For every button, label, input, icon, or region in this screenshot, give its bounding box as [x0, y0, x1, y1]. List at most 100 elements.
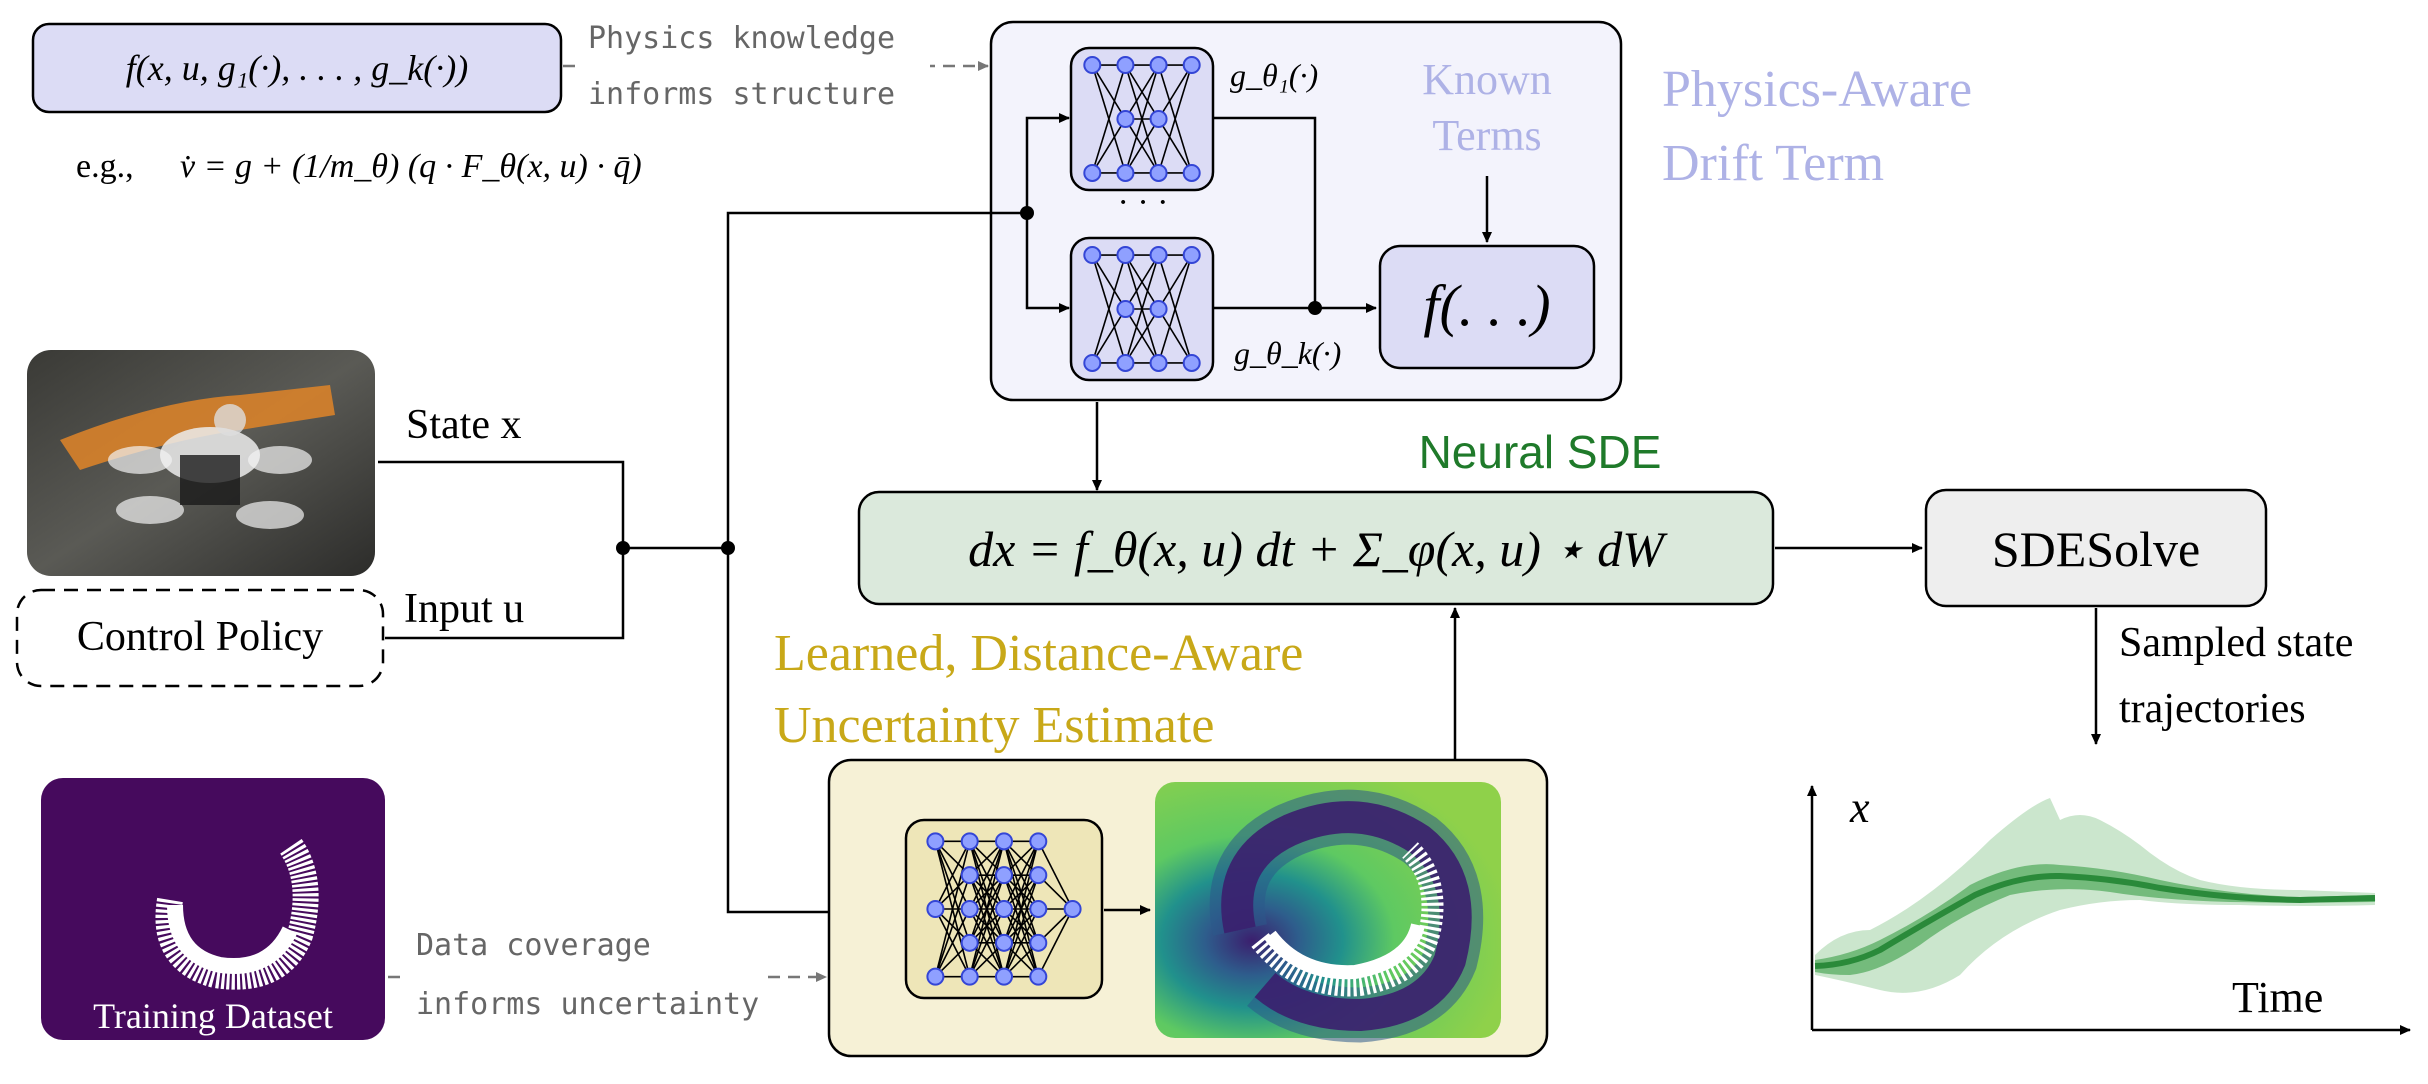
physics-drift-title-line1: Physics-Aware: [1662, 61, 1972, 118]
neural-net-node: [995, 866, 1013, 885]
neural-net-node: [1029, 832, 1048, 851]
neural-net-edge: [1124, 64, 1160, 120]
drift-function-label: f(x, u, g₁(·), . . . , g_k(·)): [126, 48, 468, 88]
neural-net-edge: [968, 908, 1005, 978]
data-coverage-label-bg: [405, 922, 765, 1032]
neural-net-node: [960, 900, 979, 918]
neural-net-node: [1182, 163, 1201, 182]
uncertainty-field-image: [1155, 782, 1501, 1043]
neural-net-edge: [1037, 840, 1074, 910]
data-coverage-line1: Data coverage: [416, 928, 651, 963]
training-dataset-label: Training Dataset: [93, 996, 333, 1036]
neural-net-edge: [1157, 254, 1193, 364]
trajectory-mean-line: [1814, 872, 2376, 969]
wire-to-physics: [726, 211, 1027, 548]
g1-label: g_θ₁(·): [1230, 57, 1318, 93]
neural-net-node: [960, 933, 979, 952]
neural-net-edge: [968, 841, 1005, 944]
neural-net-edge: [1091, 64, 1127, 120]
f-terms-label: f(. . .): [1423, 273, 1550, 338]
neural-net-edge: [1157, 64, 1193, 174]
neural-net-node: [1083, 56, 1102, 75]
neural-sde-equation: dx = f_θ(x, u) dt + Σ_φ(x, u) ⋆ dW: [968, 521, 1668, 577]
gk-label: g_θ_k(·): [1234, 335, 1341, 371]
neural-net-node: [1116, 110, 1135, 128]
neural-net-edge: [968, 840, 1005, 910]
neural-net-node: [1182, 246, 1201, 265]
physics-knowledge-line2: informs structure: [588, 77, 895, 112]
plot-x-label: Time: [2232, 973, 2323, 1022]
junction-dot-g: [1308, 301, 1322, 315]
neural-net-edge: [1157, 64, 1193, 120]
neural-net-edge: [1091, 254, 1127, 310]
neural-net-node: [960, 967, 979, 986]
neural-net-edge: [968, 874, 1005, 977]
neural-net-edge: [1124, 118, 1160, 174]
neural-net-edge: [1037, 908, 1074, 978]
uncertainty-title-line2: Uncertainty Estimate: [774, 697, 1214, 754]
neural-net-node: [1116, 246, 1135, 265]
wire-g1-to-junction: [1213, 116, 1317, 308]
neural-net-edge: [934, 908, 971, 978]
neural-net-node: [960, 832, 979, 851]
neural-net-uncertainty-icon: [904, 818, 1104, 1000]
neural-net-edge: [1003, 841, 1040, 977]
neural-net-node: [1083, 163, 1102, 182]
wire-split-to-g1: [1025, 113, 1070, 213]
neural-net-edge: [934, 841, 971, 977]
neural-net-edge: [1124, 254, 1160, 310]
neural-net-edge: [1003, 840, 1040, 910]
neural-net-edge: [934, 840, 971, 910]
trajectory-plot: x Time: [1807, 783, 2411, 1035]
control-policy-box: [15, 588, 385, 688]
neural-net-node: [1029, 967, 1048, 986]
neural-net-node: [1116, 56, 1135, 75]
neural-net-edge: [1124, 254, 1160, 364]
example-equation: v̇ = g + (1/m_θ) (q · F_θ(x, u) · q̄): [180, 148, 642, 185]
junction-dot-merge: [616, 541, 630, 555]
neural-net-node: [1182, 56, 1201, 75]
neural-sde-box: [857, 490, 1775, 606]
robot-photo: [27, 350, 375, 576]
neural-net-edge: [934, 874, 971, 977]
neural-net-node: [1149, 110, 1168, 128]
neural-net-node: [1149, 353, 1168, 372]
physics-drift-title-line2: Drift Term: [1662, 135, 1884, 192]
neural-net-node: [1083, 246, 1102, 265]
neural-net-edge: [1157, 254, 1193, 310]
neural-net-node: [1029, 900, 1048, 918]
neural-net-edge: [1157, 118, 1193, 174]
neural-net-node: [1149, 56, 1168, 75]
physics-knowledge-label-bg: [580, 16, 930, 116]
input-label: Input u: [404, 586, 524, 632]
known-terms-line1: Known: [1422, 55, 1552, 104]
neural-net-node: [995, 832, 1013, 851]
neural-net-edge: [1003, 908, 1040, 978]
training-dataset-image: [41, 778, 385, 1040]
neural-net-node: [995, 900, 1013, 918]
neural-net-node: [1182, 353, 1201, 372]
neural-net-edge: [1157, 308, 1193, 364]
state-label: State x: [406, 402, 521, 448]
neural-net-node: [926, 832, 945, 851]
neural-net-node: [1149, 246, 1168, 265]
control-policy-label: Control Policy: [77, 614, 323, 660]
neural-net-edge: [1091, 254, 1127, 364]
neural-net-edge: [1124, 64, 1160, 174]
plot-y-label: x: [1849, 783, 1870, 832]
trajectory-outer-band: [1815, 798, 2375, 993]
known-terms-line2: Terms: [1432, 111, 1541, 160]
neural-net-g1-icon: [1069, 46, 1215, 192]
wire-state: [378, 460, 625, 548]
neural-net-node: [1063, 900, 1082, 918]
neural-net-node: [1149, 300, 1168, 318]
wire-input: [385, 548, 625, 640]
neural-net-node: [995, 967, 1013, 986]
f-terms-box: [1378, 244, 1596, 370]
neural-net-node: [995, 933, 1013, 952]
neural-sde-title: Neural SDE: [1419, 426, 1662, 478]
neural-net-node: [1029, 933, 1048, 952]
neural-net-node: [1083, 353, 1102, 372]
wire-split-to-gk: [1025, 213, 1070, 313]
